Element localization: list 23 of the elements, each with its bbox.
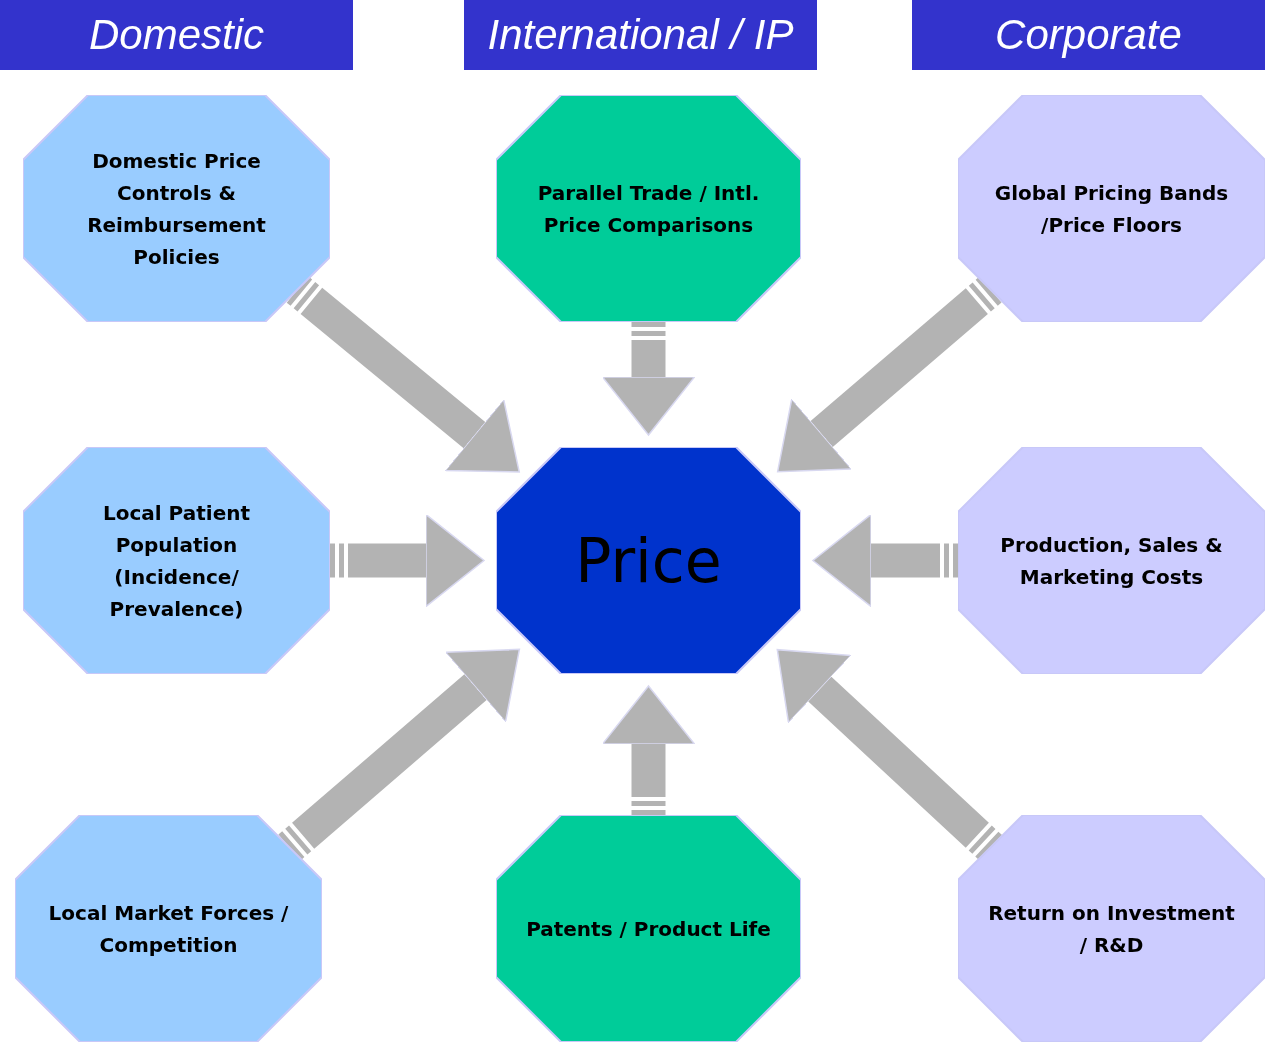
block-arrow — [286, 276, 520, 473]
node-label: Return on Investment / R&D — [987, 899, 1236, 959]
block-arrow — [776, 648, 1003, 860]
node-label: Parallel Trade / Intl. Price Comparisons — [536, 179, 761, 239]
block-arrow — [776, 276, 1002, 473]
header-band — [912, 0, 1265, 70]
node-label: Patents / Product Life — [526, 915, 771, 943]
node-label: Local Patient Population (Incidence/ Prevalence) — [101, 499, 252, 623]
header-band — [464, 0, 817, 70]
block-arrow — [812, 513, 958, 608]
node-label: Global Pricing Bands /Price Floors — [993, 179, 1230, 239]
column-header: International / IP — [487, 11, 794, 59]
column-header: Corporate — [995, 11, 1182, 59]
block-arrow — [278, 648, 521, 861]
block-arrow — [601, 685, 696, 815]
node-label: Domestic Price Controls & Reimbursement Policies — [86, 147, 267, 271]
block-arrow — [330, 513, 485, 608]
column-header: Domestic — [88, 11, 264, 59]
node-label: Production, Sales & Marketing Costs — [999, 531, 1224, 591]
header-band — [0, 0, 353, 70]
node-label: Local Market Forces / Competition — [47, 899, 290, 959]
node-label: Price — [575, 525, 722, 596]
block-arrow — [601, 322, 696, 436]
